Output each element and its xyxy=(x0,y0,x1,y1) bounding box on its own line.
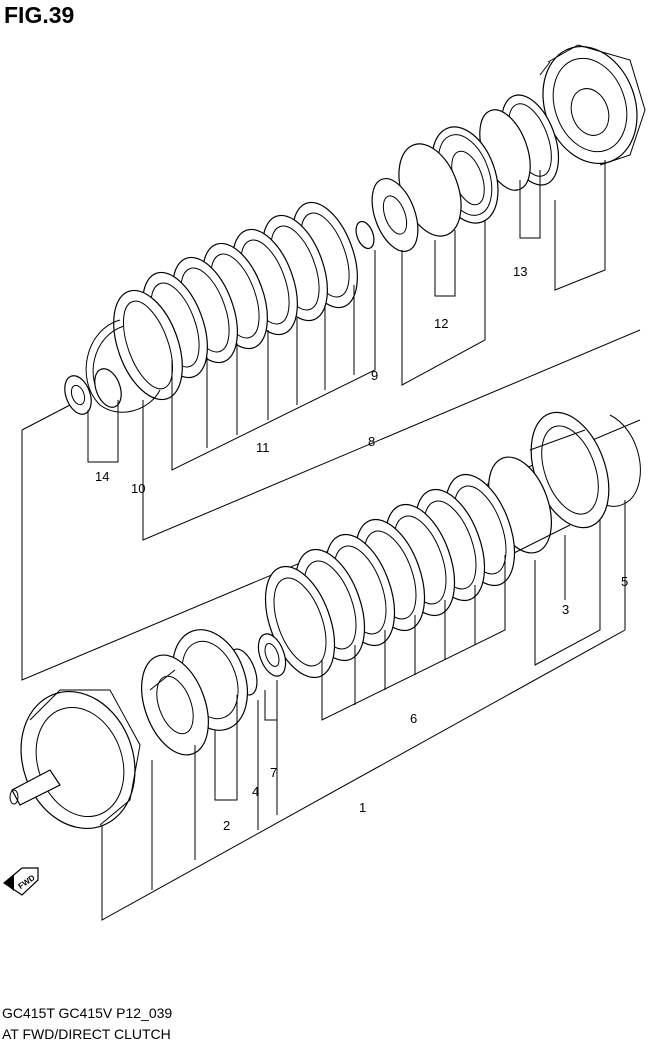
figure-models: GC415T GC415V P12_039 xyxy=(2,1005,173,1021)
callout-2: 2 xyxy=(223,818,230,833)
part-6-clutch-plates xyxy=(264,473,516,679)
callout-6: 6 xyxy=(410,711,417,726)
callout-4: 4 xyxy=(252,784,259,799)
clutch-drum-upper xyxy=(539,44,646,166)
fwd-arrow-icon: FWD xyxy=(2,867,39,896)
part-9-spring-retainer xyxy=(355,178,419,252)
callout-14: 14 xyxy=(95,469,109,484)
part-1-clutch-drum xyxy=(9,669,176,830)
part-2-piston xyxy=(141,629,248,756)
part-14-bearing xyxy=(64,368,122,415)
callout-labels: 1 2 3 4 5 6 7 8 9 10 11 12 13 14 xyxy=(95,264,628,833)
callout-10: 10 xyxy=(131,481,145,496)
part-7-bearing xyxy=(257,633,287,677)
callout-12: 12 xyxy=(434,316,448,331)
part-11-clutch-plates xyxy=(113,201,358,401)
callout-8: 8 xyxy=(368,434,375,449)
callout-13: 13 xyxy=(513,264,527,279)
callout-9: 9 xyxy=(371,368,378,383)
callout-11: 11 xyxy=(256,440,270,455)
figure-description: AT FWD/DIRECT CLUTCH xyxy=(2,1026,171,1042)
callout-5: 5 xyxy=(621,574,628,589)
figure-title: FIG.39 xyxy=(4,2,75,28)
callout-1: 1 xyxy=(359,800,366,815)
lower-leader-lines xyxy=(101,500,626,921)
callout-3: 3 xyxy=(562,602,569,617)
callout-7: 7 xyxy=(270,765,277,780)
